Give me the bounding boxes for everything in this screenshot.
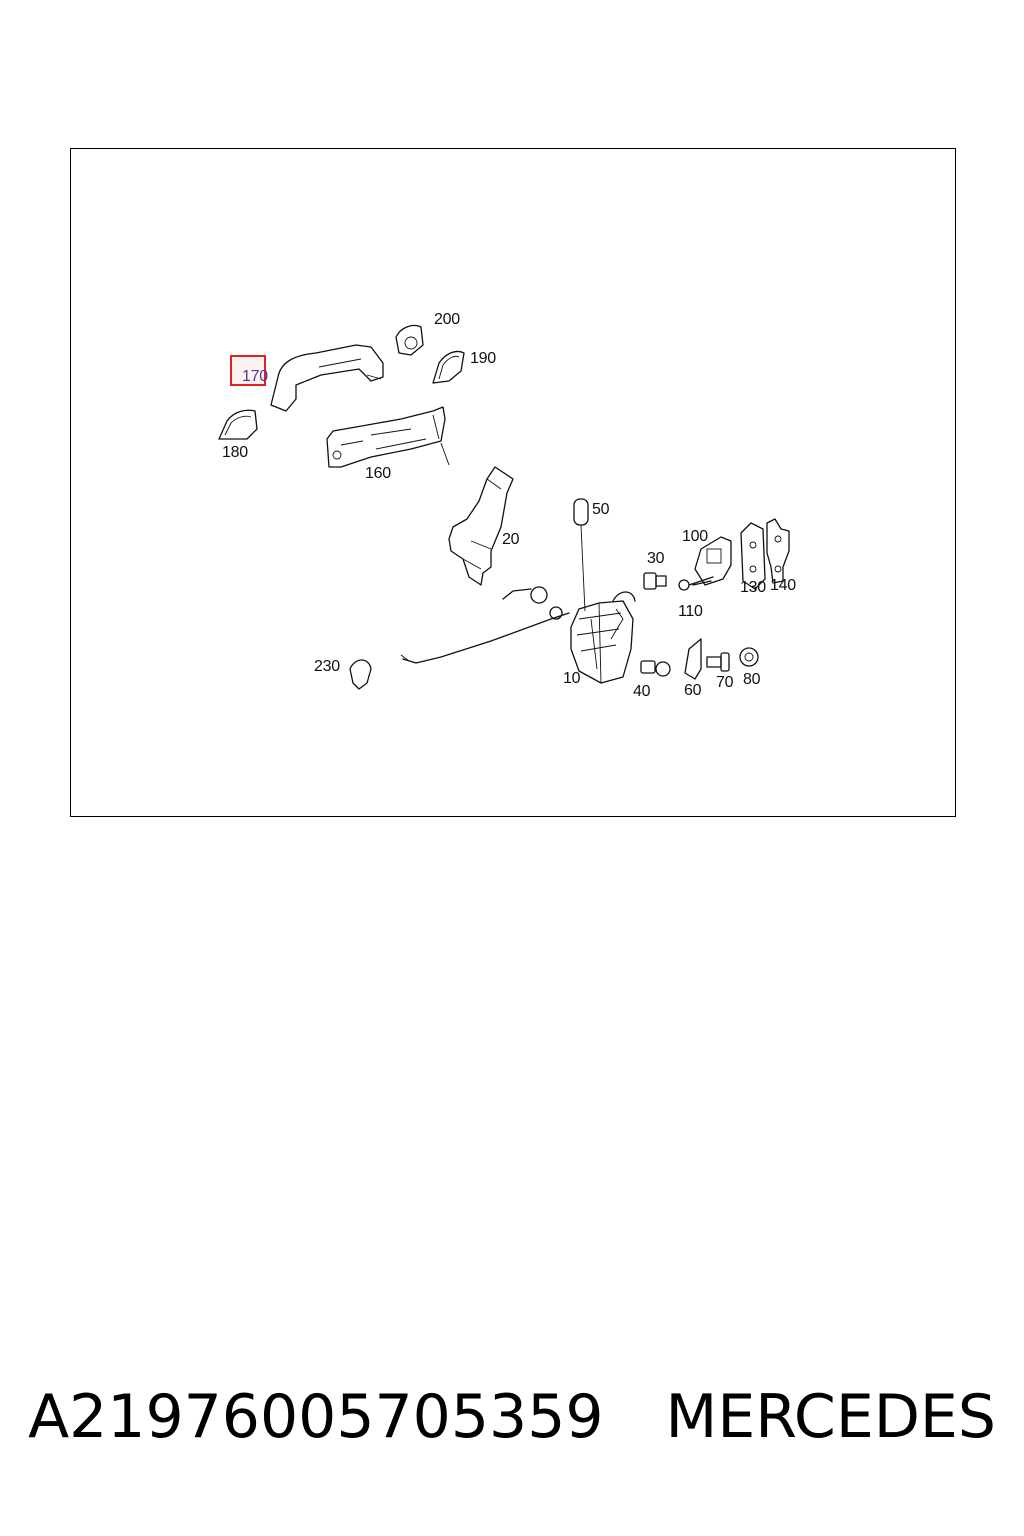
callout-140[interactable]: 140 — [770, 577, 796, 594]
parts-drawing — [218, 324, 790, 690]
brand-name: MERCEDES — [665, 1382, 996, 1452]
part-20-latch-bracket — [448, 466, 514, 586]
part-70-screw — [706, 652, 730, 672]
callout-200[interactable]: 200 — [434, 311, 460, 328]
parts-diagram-frame — [70, 148, 956, 817]
callout-10[interactable]: 10 — [563, 670, 581, 687]
part-140-shim — [766, 518, 790, 584]
callout-50[interactable]: 50 — [592, 501, 610, 518]
part-40-bolt — [640, 660, 671, 677]
callout-40[interactable]: 40 — [633, 683, 651, 700]
caption: A21976005705359 MERCEDES — [0, 1382, 1024, 1462]
part-60-bracket — [684, 638, 702, 680]
part-200-cylinder-cap — [395, 324, 424, 356]
part-10-door-lock — [570, 591, 636, 684]
callout-80[interactable]: 80 — [743, 671, 761, 688]
callout-100[interactable]: 100 — [682, 528, 708, 545]
callout-70[interactable]: 70 — [716, 674, 734, 691]
callout-180[interactable]: 180 — [222, 444, 248, 461]
callout-160[interactable]: 160 — [365, 465, 391, 482]
part-50-cable-boot — [573, 498, 589, 612]
part-80-nut — [739, 647, 759, 667]
callout-130[interactable]: 130 — [740, 579, 766, 596]
part-160-handle-carrier — [326, 406, 450, 468]
part-100-striker — [694, 536, 732, 586]
callout-20[interactable]: 20 — [502, 531, 520, 548]
callout-60[interactable]: 60 — [684, 682, 702, 699]
callout-190[interactable]: 190 — [470, 350, 496, 367]
part-170-door-handle — [270, 344, 384, 412]
callout-170[interactable]: 170 — [242, 368, 268, 385]
highlight-box-170 — [230, 355, 266, 386]
part-30-bolt — [643, 572, 667, 590]
callout-230[interactable]: 230 — [314, 658, 340, 675]
part-110-screw — [678, 576, 714, 591]
part-number: A21976005705359 — [28, 1382, 604, 1452]
bowden-cable — [400, 586, 570, 664]
part-230-clip — [349, 659, 372, 690]
part-180-handle-gasket — [218, 409, 258, 440]
callout-30[interactable]: 30 — [647, 550, 665, 567]
part-130-plate — [740, 522, 766, 590]
callout-110[interactable]: 110 — [678, 603, 703, 620]
part-190-cover-gasket — [432, 350, 465, 384]
